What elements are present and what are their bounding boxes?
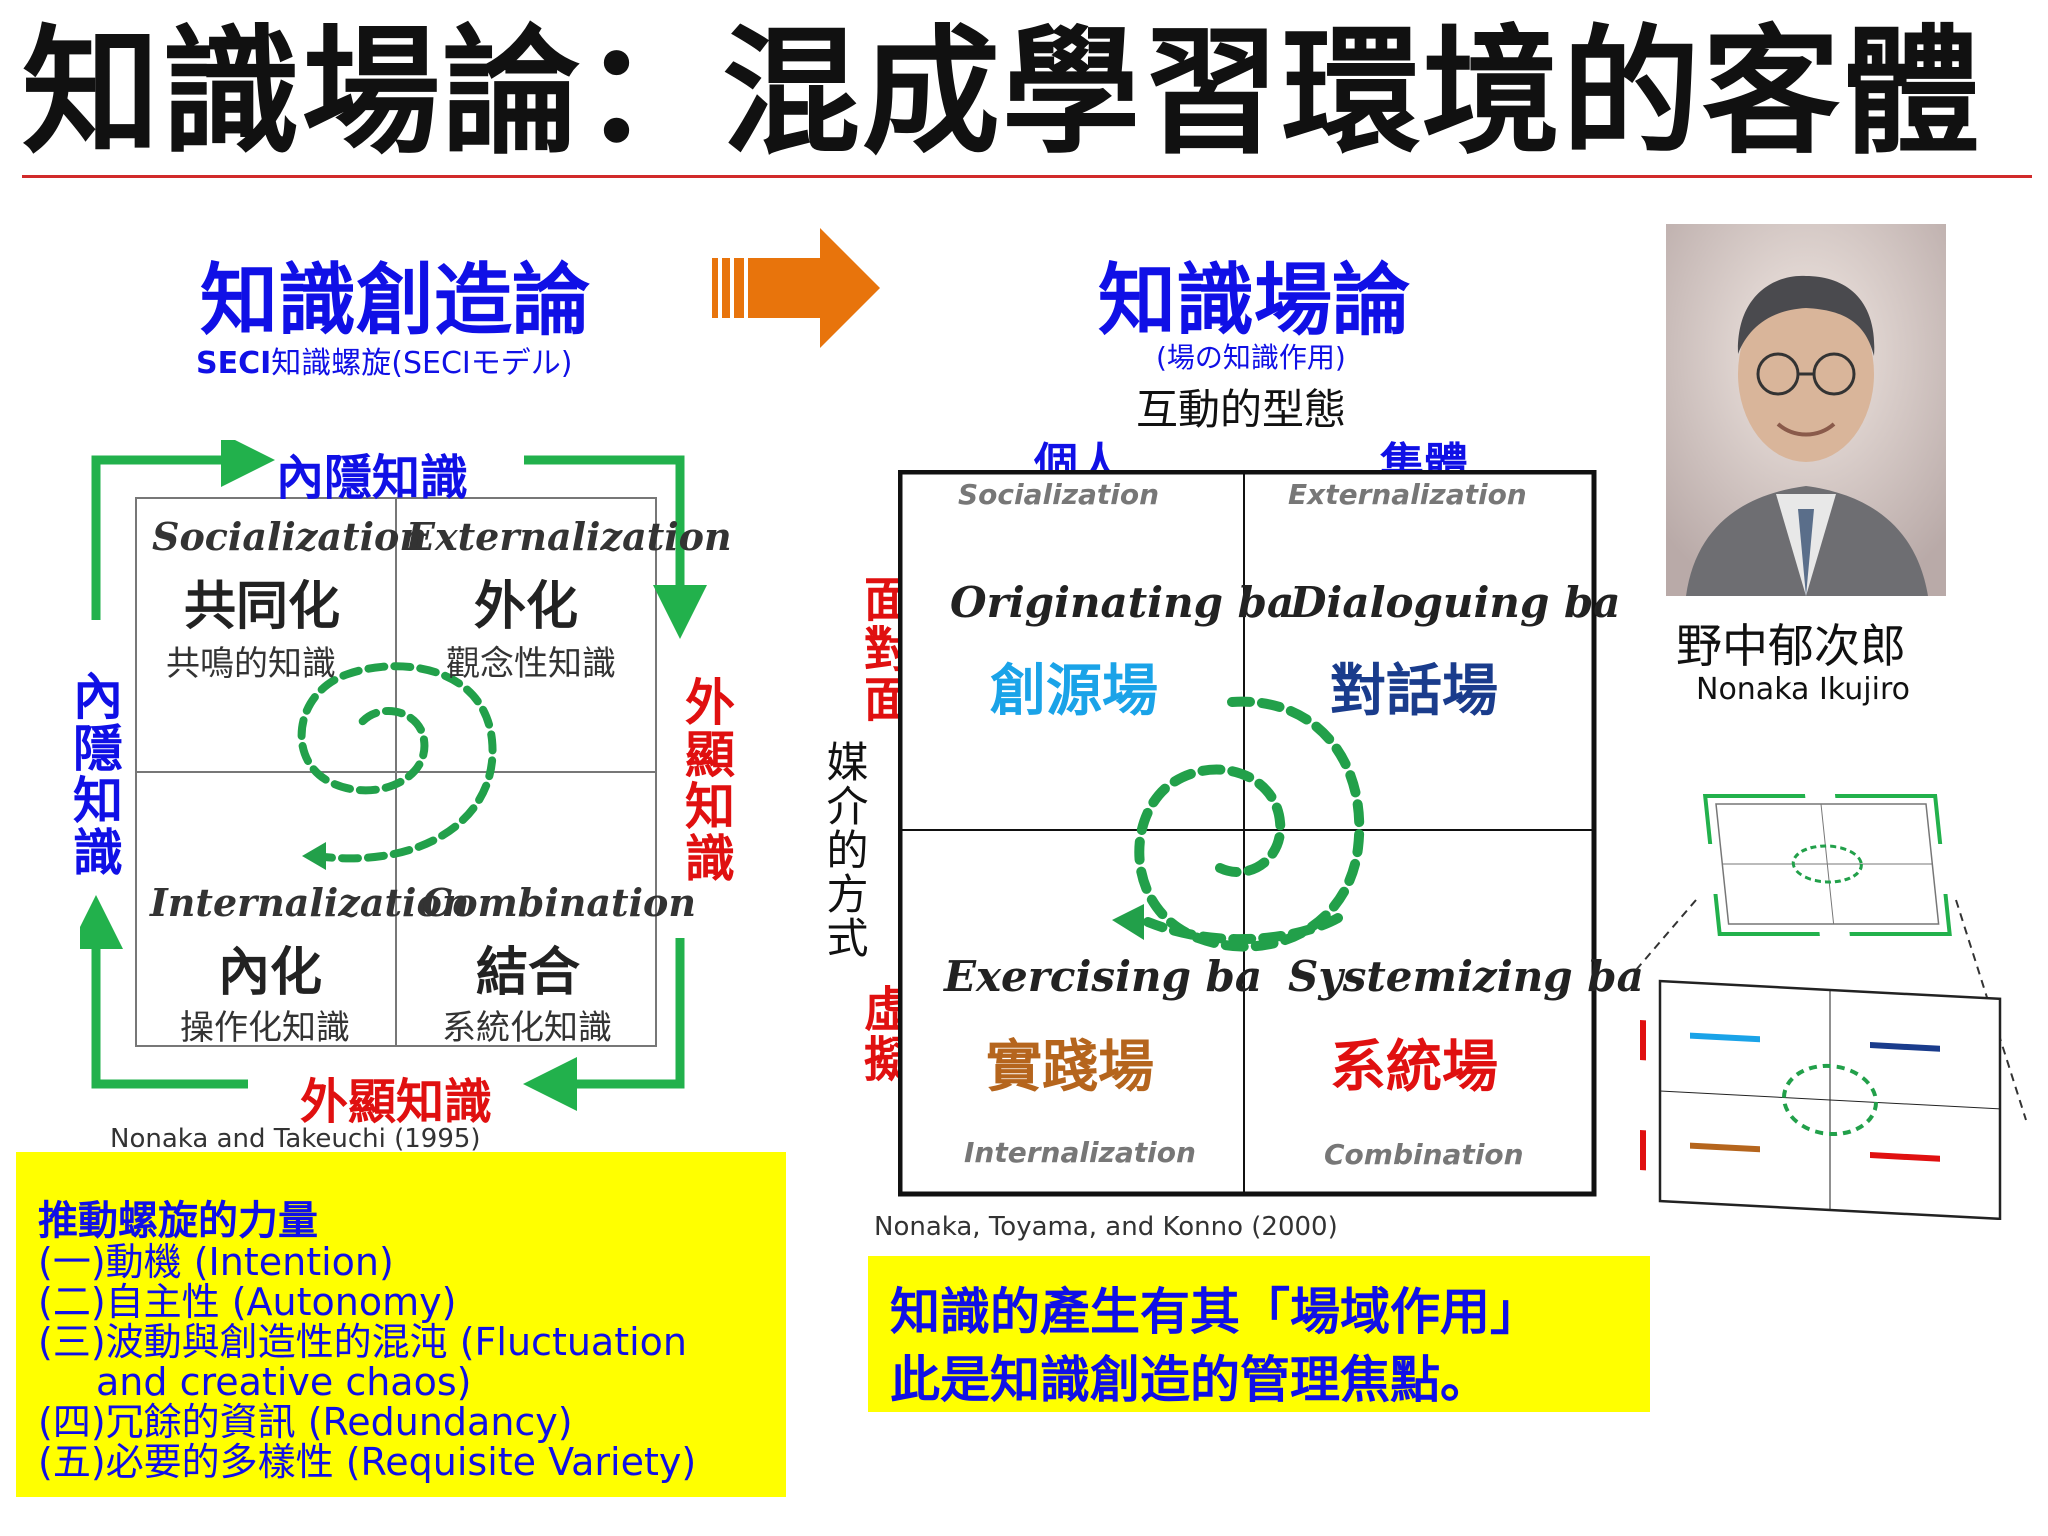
forces-item: and creative chaos) xyxy=(96,1360,472,1404)
cycle-arrow-bottom-left xyxy=(80,895,248,1089)
seci-q3-sub: 操作化知識 xyxy=(180,1008,350,1048)
cycle-arrow-top-left xyxy=(91,440,275,620)
forces-item: (四)冗餘的資訊 (Redundancy) xyxy=(38,1400,573,1444)
ba-left-axis: 媒介的方式 xyxy=(820,740,869,960)
transformation-thumbnail xyxy=(1635,794,2027,1220)
focus-line-1: 知識的產生有其「場域作用」 xyxy=(890,1283,1540,1341)
seci-subtitle-rest: 知識螺旋(SECIモデル) xyxy=(271,346,573,381)
portrait-name-en: Nonaka Ikujiro xyxy=(1696,672,1910,707)
ba-q3-en: Exercising ba xyxy=(944,952,1263,1001)
focus-box xyxy=(868,1256,1650,1412)
ba-q2-en: Dialoguing ba xyxy=(1290,578,1621,627)
seci-q3-en: Internalization xyxy=(150,880,470,925)
seci-subtitle-bold: SECI xyxy=(196,346,272,381)
progression-arrow-icon xyxy=(712,228,880,348)
focus-line-2: 此是知識創造的管理焦點。 xyxy=(890,1351,1490,1409)
seci-q2-en: Externalization xyxy=(406,514,732,559)
cycle-arrow-top-right xyxy=(524,455,707,639)
ba-heading: 知識場論 xyxy=(1098,256,1411,346)
ba-q4-en: Systemizing ba xyxy=(1288,952,1644,1001)
ba-q2-mode: Externalization xyxy=(1288,478,1527,511)
seci-heading: 知識創造論 xyxy=(200,256,591,346)
forces-box xyxy=(16,1152,786,1497)
seci-bottom-label: 外顯知識 xyxy=(300,1074,493,1130)
seci-left-label: 內隱知識 xyxy=(65,670,123,878)
ba-q2-zh: 對話場 xyxy=(1330,659,1498,724)
forces-item: (五)必要的多樣性 (Requisite Variety) xyxy=(38,1440,697,1484)
ba-q1-en: Originating ba xyxy=(950,578,1295,627)
seci-q3-zh: 內化 xyxy=(218,943,323,1003)
page-title: 知識場論：混成學習環境的客體 xyxy=(22,12,1983,173)
portrait-name-zh: 野中郁次郎 xyxy=(1676,619,1906,673)
seci-top-label: 內隱知識 xyxy=(276,450,469,506)
forces-item: (二)自主性 (Autonomy) xyxy=(38,1280,457,1324)
ba-q1-zh: 創源場 xyxy=(990,659,1158,724)
forces-list: (一)動機 (Intention) (二)自主性 (Autonomy) (三)波… xyxy=(38,1242,696,1482)
seci-q4-zh: 結合 xyxy=(476,943,581,1003)
seci-subtitle: SECI知識螺旋(SECIモデル) xyxy=(196,338,572,382)
seci-citation: Nonaka and Takeuchi (1995) xyxy=(110,1124,481,1154)
ba-q3-zh: 實踐場 xyxy=(986,1035,1154,1100)
seci-spiral xyxy=(297,662,497,863)
ba-q4-zh: 系統場 xyxy=(1330,1035,1498,1100)
forces-heading: 推動螺旋的力量 xyxy=(38,1198,318,1244)
seci-q4-sub: 系統化知識 xyxy=(442,1008,612,1048)
seci-q1-en: Socialization xyxy=(152,514,428,559)
ba-diagram xyxy=(898,470,1597,1197)
seci-right-label: 外顯知識 xyxy=(677,676,735,884)
forces-item: (三)波動與創造性的混沌 (Fluctuation xyxy=(38,1320,688,1364)
ba-subtitle: (場の知識作用) xyxy=(1156,341,1346,374)
title-divider xyxy=(22,175,2032,178)
ba-q4-mode: Combination xyxy=(1324,1138,1524,1171)
ba-citation: Nonaka, Toyama, and Konno (2000) xyxy=(874,1212,1338,1242)
forces-item: (一)動機 (Intention) xyxy=(38,1240,394,1284)
ba-spiral-icon xyxy=(1134,696,1365,952)
ba-q1-mode: Socialization xyxy=(958,478,1160,511)
seci-q1-sub: 共鳴的知識 xyxy=(166,644,336,684)
seci-q4-en: Combination xyxy=(422,880,697,925)
portrait-photo xyxy=(1666,224,1946,596)
ba-top-axis: 互動的型態 xyxy=(1136,385,1347,434)
seci-q1-zh: 共同化 xyxy=(184,577,341,637)
seci-q2-sub: 觀念性知識 xyxy=(446,644,616,684)
seci-q2-zh: 外化 xyxy=(474,577,579,637)
seci-diagram xyxy=(80,440,707,1111)
cycle-arrow-bottom-right xyxy=(523,938,685,1111)
ba-q3-mode: Internalization xyxy=(964,1136,1196,1169)
